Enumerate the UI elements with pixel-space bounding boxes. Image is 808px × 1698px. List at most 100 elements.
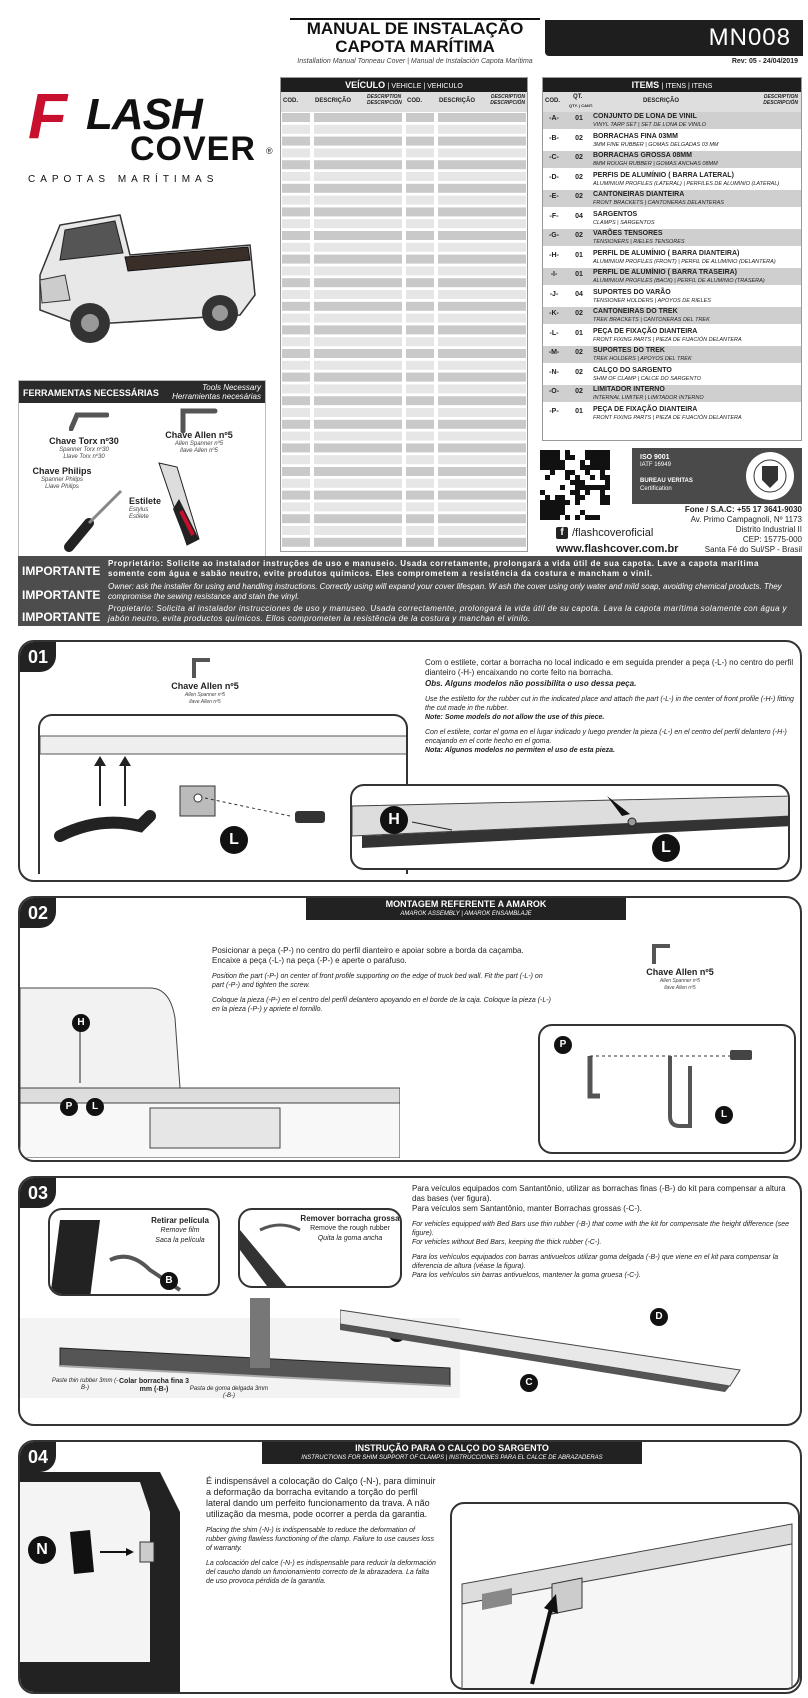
vehicle-cell — [314, 113, 402, 122]
vehicle-cell — [314, 502, 402, 512]
vehicle-cell — [406, 172, 434, 181]
item-qty: 02 — [575, 368, 583, 376]
items-table-header: ITEMS | ITENS | ITENS — [543, 78, 801, 92]
item-qty: 02 — [575, 154, 583, 161]
label-pasta: Pasta de goma delgada 3mm (-B-) — [189, 1386, 269, 1399]
rubber-profile-diagram — [340, 1309, 741, 1392]
vehicle-cell — [314, 360, 402, 370]
vehicle-cell — [438, 172, 526, 181]
logo-cover: COVER — [130, 130, 256, 168]
item-qty: 01 — [575, 407, 583, 415]
step-number: 04 — [20, 1442, 56, 1472]
vehicle-cell — [282, 160, 310, 170]
vehicle-cell — [406, 231, 434, 240]
vehicle-cell — [314, 396, 402, 406]
front-profile-diagram — [352, 795, 788, 848]
vehicle-cell — [438, 254, 526, 264]
manual-code-box: MN008 — [545, 20, 803, 56]
item-code: -F- — [549, 212, 559, 220]
vehicle-cell — [438, 313, 526, 323]
allen-key-icon — [192, 658, 210, 678]
vehicle-cell — [314, 313, 402, 323]
important-label-en: IMPORTANTE — [22, 588, 101, 602]
vehicle-cell — [438, 349, 526, 358]
vehicle-cell — [282, 514, 310, 524]
vehicle-cell — [282, 195, 310, 205]
label-colar: Colar borracha fina 3 mm (-B-) — [118, 1378, 190, 1393]
vehicle-cell — [406, 160, 434, 170]
vehicle-cell — [282, 419, 310, 429]
item-qty: 02 — [575, 310, 583, 317]
vehicle-cell — [438, 514, 526, 524]
part-tag-l: L — [220, 826, 248, 854]
vehicle-cell — [314, 514, 402, 524]
title-rule — [290, 18, 540, 20]
item-code: -E- — [549, 193, 559, 200]
vehicle-cell — [438, 183, 526, 193]
vehicle-cell — [282, 443, 310, 453]
part-tag-p: P — [60, 1098, 78, 1116]
vehicle-cell — [314, 337, 402, 347]
allen-key-icon — [652, 944, 670, 964]
vehicle-cell — [438, 467, 526, 476]
vehicle-cell — [314, 419, 402, 429]
part-tag-l: L — [652, 834, 680, 862]
vehicle-cell — [406, 514, 434, 524]
vehicle-cell — [314, 408, 402, 417]
contact-phone: Fone / S.A.C: +55 17 3641-9030 — [684, 505, 802, 514]
vehicle-cell — [406, 537, 434, 547]
vehicle-cell — [314, 443, 402, 453]
vehicle-cell — [406, 254, 434, 264]
vehicle-cell — [282, 313, 310, 323]
vehicle-cell — [314, 124, 402, 134]
vehicle-cell — [406, 467, 434, 476]
bed-bar-diagram — [20, 1298, 460, 1398]
vehicle-cell — [314, 490, 402, 500]
vehicle-cell — [438, 337, 526, 347]
vehicle-cell — [282, 207, 310, 217]
vehicle-cell — [282, 537, 310, 547]
vehicle-cell — [314, 172, 402, 181]
torx-key-icon — [69, 412, 109, 431]
vehicle-cell — [282, 183, 310, 193]
item-code: -P- — [549, 407, 559, 415]
vehicle-cell — [314, 183, 402, 193]
vehicle-cell — [438, 148, 526, 158]
vehicle-cell — [406, 266, 434, 276]
website-link[interactable]: www.flashcover.com.br — [556, 543, 679, 555]
manual-subtitle: Installation Manual Tonneau Cover | Manu… — [297, 58, 533, 65]
item-qty: 01 — [575, 115, 583, 122]
vehicle-cell — [438, 537, 526, 547]
vehicle-cell — [282, 325, 310, 335]
item-code: -L- — [549, 329, 559, 337]
vehicle-cell — [438, 195, 526, 205]
vehicle-cell — [406, 278, 434, 288]
vehicle-cell — [438, 325, 526, 335]
vehicle-cell — [438, 160, 526, 170]
brand-logo: F LASH COVER ® CAPOTAS MARÍTIMAS — [28, 84, 273, 185]
item-code: -J- — [549, 290, 559, 298]
vehicle-cell — [406, 136, 434, 146]
vehicle-cell — [314, 278, 402, 288]
vehicle-cell — [406, 490, 434, 500]
item-code: -O- — [548, 388, 560, 395]
vehicle-cell — [438, 431, 526, 441]
vehicle-cell — [406, 183, 434, 193]
vehicle-cell — [282, 490, 310, 500]
item-qty: 02 — [575, 173, 583, 181]
vehicle-cell — [282, 384, 310, 394]
vehicle-cell — [314, 242, 402, 252]
item-qty: 01 — [575, 251, 583, 259]
contact-block: Fone / S.A.C: +55 17 3641-9030 Av. Primo… — [540, 505, 802, 555]
